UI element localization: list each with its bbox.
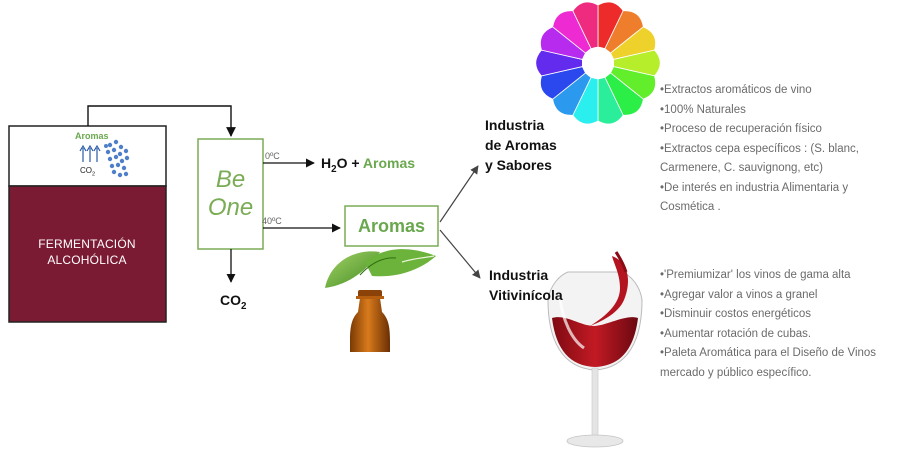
h2o-prefix: H — [321, 155, 332, 171]
tank-co2-sub: 2 — [92, 171, 96, 178]
h2o-suffix: O + — [336, 155, 363, 171]
bubbles-icon — [104, 139, 130, 178]
bullet-item: •Paleta Aromática para el Diseño de Vino… — [660, 347, 877, 359]
industry-aromas-line: y Sabores — [485, 157, 552, 173]
color-wheel-petal — [572, 1, 599, 50]
h2o-aromas: Aromas — [362, 155, 416, 171]
tank-co2-text: CO — [80, 166, 92, 175]
bullet-item: mercado y público específico. — [660, 366, 812, 379]
bullet-item: •Extractos cepa específicos : (S. blanc, — [660, 142, 859, 155]
bullet-item: •Disminuir costos energéticos — [660, 308, 812, 320]
beone-label: Be One — [198, 166, 263, 222]
bullet-item: Carmenere, C. sauvignong, etc) — [660, 162, 823, 174]
aromas-box-label: Aromas — [357, 216, 426, 236]
fermentation-label-line2: ALCOHÓLICA — [47, 253, 127, 267]
bullet-item: •Extractos aromáticos de vino — [660, 84, 812, 96]
wine-industry-bullets: •'Premiumizar' los vinos de gama alta •A… — [660, 266, 876, 383]
bullet-item: •Aumentar rotación de cubas. — [660, 327, 812, 340]
wine-glass-illustration — [547, 251, 643, 448]
industry-wine-line: Industria — [489, 267, 549, 283]
h2o-aromas-output: H2O + Aromas — [321, 155, 415, 175]
color-wheel-illustration — [535, 1, 661, 125]
vapor-arrows-icon — [79, 144, 101, 162]
fermentation-tank — [8, 125, 167, 323]
branch-arrow-wine-industry — [439, 229, 481, 279]
temp-bottom-label: 40ºC — [262, 216, 282, 226]
beone-box — [197, 138, 264, 250]
beone-label-line2: One — [207, 194, 254, 221]
fermentation-label-line1: FERMENTACIÓN — [38, 237, 136, 251]
aromas-industry-bullets: •Extractos aromáticos de vino •100% Natu… — [660, 81, 859, 218]
tank-co2-label: CO2 — [80, 166, 95, 178]
fermentation-label: FERMENTACIÓN ALCOHÓLICA — [12, 236, 162, 268]
tank-to-beone-arrow — [87, 105, 236, 137]
beone-label-line1: Be — [215, 166, 246, 193]
bullet-item: •Proceso de recuperación físico — [660, 123, 822, 135]
tank-aromas-label: Aromas — [75, 131, 109, 141]
co2-output-text: CO — [220, 292, 241, 308]
h2o-sub: 2 — [331, 163, 337, 175]
industry-wine-line: Vitivinícola — [489, 287, 563, 303]
branch-arrow-aromas-industry — [439, 165, 479, 223]
industry-aromas-line: de Aromas — [485, 137, 557, 153]
bullet-item: •'Premiumizar' los vinos de gama alta — [660, 269, 851, 281]
bullet-item: •Agregar valor a vinos a granel — [660, 288, 818, 301]
bullet-item: •100% Naturales — [660, 103, 746, 116]
color-wheel-center — [582, 47, 614, 79]
aromas-box — [344, 205, 439, 247]
industry-wine-title: Industria Vitivinícola — [489, 265, 563, 305]
bullet-item: •De interés en industria Alimentaria y — [660, 181, 849, 194]
temp-top-label: 0ºC — [265, 151, 280, 161]
bullet-item: Cosmética . — [660, 201, 721, 213]
co2-output-label: CO2 — [220, 292, 246, 312]
industry-aromas-line: Industria — [485, 117, 545, 133]
co2-output-sub: 2 — [241, 300, 247, 312]
industry-aromas-title: Industria de Aromas y Sabores — [485, 115, 557, 175]
leaf-bottle-illustration — [325, 249, 436, 352]
